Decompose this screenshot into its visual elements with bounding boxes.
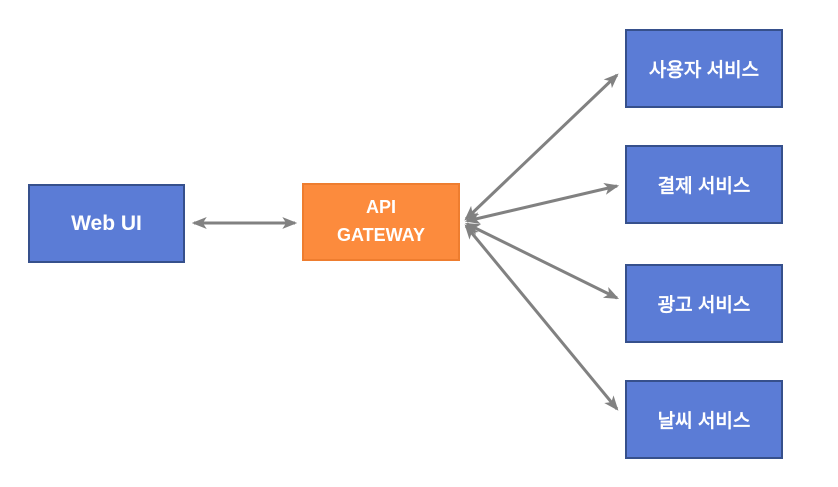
node-service-payment[interactable]: 결제 서비스 [625,145,783,224]
node-service-weather-label: 날씨 서비스 [657,411,751,432]
edge-gateway-ad-service [464,222,620,300]
node-service-ad[interactable]: 광고 서비스 [625,264,783,343]
node-web-ui-label: Web UI [71,211,142,235]
node-service-weather[interactable]: 날씨 서비스 [625,380,783,459]
node-api-gateway-label-line2: GATEWAY [336,225,425,245]
node-web-ui[interactable]: Web UI [28,184,185,263]
edge-gateway-payment-service [464,183,620,224]
node-api-gateway-label-line1: API [365,197,396,218]
node-service-user[interactable]: 사용자 서비스 [625,29,783,108]
node-api-gateway[interactable]: API GATEWAY [302,183,460,261]
edge-gateway-weather-service [464,224,619,411]
node-service-ad-label: 광고 서비스 [657,295,751,316]
edge-gateway-user-service [464,73,619,221]
node-service-user-label: 사용자 서비스 [648,60,760,81]
node-service-payment-label: 결제 서비스 [657,176,751,197]
